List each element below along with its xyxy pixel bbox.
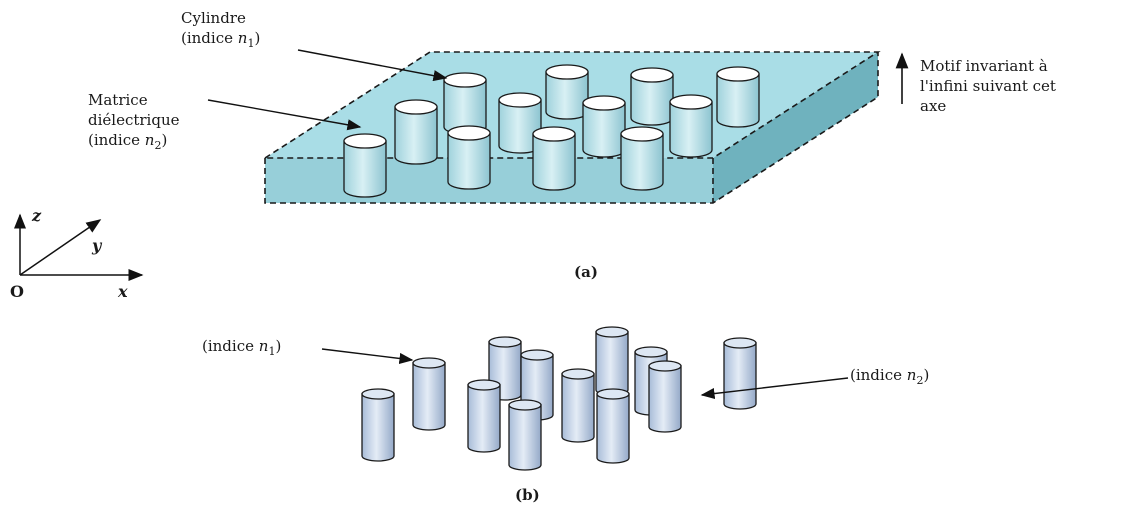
slab-right-face xyxy=(713,52,878,203)
isolated-rods xyxy=(361,326,757,471)
slab-cylinder xyxy=(630,67,674,126)
z-axis-label: z xyxy=(32,206,42,225)
rod-n1-suffix: ) xyxy=(275,337,282,355)
slab-cylinder xyxy=(443,72,487,135)
invariance-label-line3: axe xyxy=(920,97,947,115)
medium-n2-suffix: ) xyxy=(923,366,930,384)
matrix-label-sub: 2 xyxy=(154,139,162,152)
isolated-rod xyxy=(467,379,501,453)
cylinder-label-prefix: (indice xyxy=(181,29,238,47)
slab-cylinder xyxy=(545,64,589,120)
rod-n1-var: n xyxy=(258,337,269,355)
isolated-rod xyxy=(508,399,542,471)
slab-cylinder xyxy=(669,94,713,158)
matrix-label-var: n xyxy=(144,131,155,149)
invariance-label-line2: l'infini suivant cet xyxy=(920,77,1056,95)
isolated-rod xyxy=(361,388,395,462)
medium-n2-var: n xyxy=(906,366,917,384)
medium-n2-label: (indice n2) xyxy=(850,365,929,391)
matrix-label: Matrice diélectrique (indice n2) xyxy=(88,90,180,156)
slab-cylinder xyxy=(620,126,664,191)
rod-n1-sub: 1 xyxy=(268,345,276,358)
y-axis-arrow xyxy=(19,219,102,276)
matrix-label-index: (indice n2) xyxy=(88,130,180,156)
matrix-label-line2: diélectrique xyxy=(88,111,180,129)
isolated-rod xyxy=(596,388,630,464)
rod-n1-label: (indice n1) xyxy=(202,336,281,362)
cylinder-label-line1: Cylindre xyxy=(181,9,246,27)
rod-n1-prefix: (indice xyxy=(202,337,259,355)
cylinder-label-suffix: ) xyxy=(254,29,261,47)
origin-label: O xyxy=(10,282,24,301)
invariance-label: Motif invariant à l'infini suivant cet a… xyxy=(920,56,1056,116)
cylinder-label: Cylindre (indice n1) xyxy=(181,8,260,54)
isolated-rod xyxy=(648,360,682,433)
matrix-label-line1: Matrice xyxy=(88,91,148,109)
matrix-pointer-arrow xyxy=(207,99,362,131)
medium-n2-prefix: (indice xyxy=(850,366,907,384)
slab-cylinder xyxy=(343,133,387,198)
isolated-rod xyxy=(723,337,757,410)
isolated-rod xyxy=(412,357,446,431)
slab-cylinder xyxy=(716,66,760,128)
cylinder-label-sub: 1 xyxy=(247,37,255,50)
slab-cylinder xyxy=(447,125,491,190)
medium-n2-sub: 2 xyxy=(916,374,924,387)
cylinder-label-var: n xyxy=(237,29,248,47)
slab-cylinder xyxy=(498,92,542,154)
cylinder-pointer-arrow xyxy=(297,49,448,82)
invariance-label-line1: Motif invariant à xyxy=(920,57,1048,75)
y-axis-label: y xyxy=(92,236,102,255)
caption-a: (a) xyxy=(574,263,598,281)
cylinder-label-index: (indice n1) xyxy=(181,28,260,54)
isolated-rod xyxy=(561,368,595,443)
matrix-label-suffix: ) xyxy=(161,131,168,149)
coordinate-axes xyxy=(14,213,144,281)
slab-cylinder xyxy=(394,99,438,165)
rod-n1-pointer-arrow xyxy=(321,348,414,365)
x-axis-label: x xyxy=(118,282,128,301)
isolated-rod xyxy=(595,326,629,396)
slab-cylinders xyxy=(343,64,760,198)
matrix-label-prefix: (indice xyxy=(88,131,145,149)
caption-b: (b) xyxy=(515,486,540,504)
medium-n2-pointer-arrow xyxy=(700,377,849,400)
slab-cylinder xyxy=(582,95,626,158)
slab-cylinder xyxy=(532,126,576,191)
